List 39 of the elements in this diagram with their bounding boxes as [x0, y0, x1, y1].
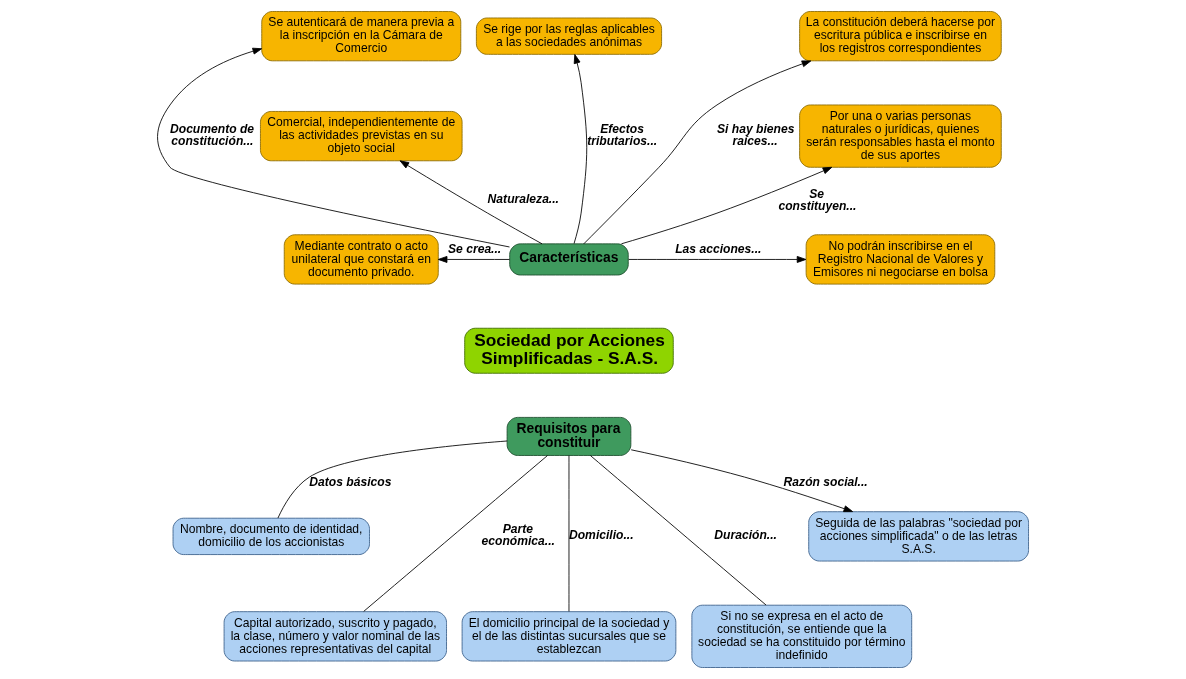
node-box: Requisitos para constituir [506, 416, 632, 456]
edge-label: Domicilio... [568, 527, 634, 542]
node-box: No podrán inscribirse en el Registro Nacional de Valores y Emisores ni negociarse en bolsa [805, 234, 996, 285]
node-box: Sociedad por Acciones Simplificadas - S.A.S. [464, 327, 674, 374]
node-box: Por una o varias personas naturales o jurídicas, quienes serán responsables hasta el monto de sus aportes [799, 104, 1002, 168]
arrow [630, 449, 854, 513]
edge-label: Datos básicos [309, 474, 392, 489]
node-box: Si no se expresa en el acto de constitución, se entiende que la sociedad se ha constituido por término indefinido [691, 604, 913, 668]
edge-label: Si hay bienes raíces... [716, 121, 795, 148]
node-box: Capital autorizado, suscrito y pagado, la clase, número y valor nominal de las acciones representativas del capital [223, 611, 447, 662]
node-box: La constitución deberá hacerse por escritura pública e inscribirse en los registros correspondientes [799, 11, 1002, 62]
edge-label: Se crea... [448, 241, 502, 256]
connector [363, 455, 548, 612]
arrow [628, 256, 807, 263]
arrow [621, 166, 833, 245]
node-box: Se autenticará de manera previa a la inscripción en la Cámara de Comercio [261, 11, 462, 62]
arrow [399, 160, 543, 245]
edge-label: Efectos tributarios... [587, 121, 658, 148]
connector [568, 455, 570, 612]
edge-label: Se constituyen... [778, 186, 857, 213]
connector [277, 440, 508, 519]
node-box: Mediante contrato o acto unilateral que constará en documento privado. [283, 234, 439, 285]
edge-label: Naturaleza... [487, 192, 559, 207]
arrow [157, 47, 510, 248]
edge-label: Duración... [714, 527, 777, 542]
arrow [437, 256, 511, 263]
node-box: El domicilio principal de la sociedad y el de las distintas sucursales que se establezcan [461, 611, 677, 662]
node-box: Nombre, documento de identidad, domicilio de los accionistas [172, 517, 370, 555]
edge-label: Razón social... [783, 474, 868, 489]
node-box: Seguida de las palabras "sociedad por acciones simplificada" o de las letras S.A.S. [808, 511, 1029, 562]
edge-label: Las acciones... [675, 241, 762, 256]
node-box: Comercial, independientemente de las actividades previstas en su objeto social [260, 111, 463, 162]
arrow [573, 54, 588, 245]
connector [590, 455, 767, 606]
edge-label: Documento de constitución... [170, 121, 255, 148]
node-box: Se rige por las reglas aplicables a las sociedades anónimas [475, 17, 662, 55]
arrow [583, 60, 812, 245]
node-box: Características [509, 243, 629, 276]
edge-label: Parte económica... [481, 522, 555, 549]
